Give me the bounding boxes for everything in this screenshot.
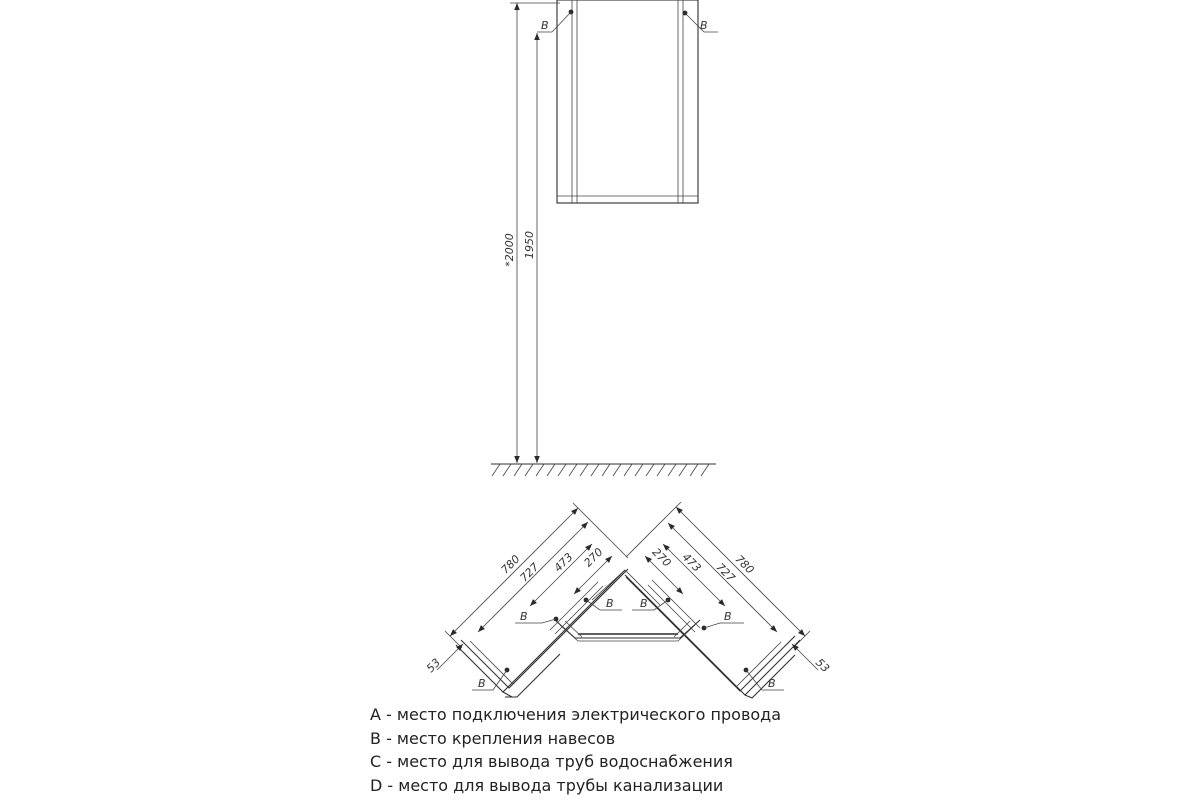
floor-hatch-mark: [546, 463, 556, 477]
floor-hatch-mark: [623, 463, 633, 477]
floor-hatch-mark: [524, 463, 534, 477]
floor-hatch-mark: [491, 463, 501, 477]
plan-dimensions-right: 780 727 473 270 53: [625, 501, 832, 675]
svg-text:B: B: [478, 677, 486, 690]
floor-hatch-mark: [579, 463, 589, 477]
svg-text:727: 727: [713, 561, 737, 585]
floor-hatch-mark: [612, 463, 622, 477]
height-cabinet-label: 1950: [523, 231, 536, 259]
svg-text:270: 270: [649, 546, 673, 570]
svg-text:473: 473: [552, 551, 576, 575]
floor-hatch-mark: [689, 463, 699, 477]
hinge-marker-elevation-right: B: [682, 10, 718, 33]
svg-text:B: B: [700, 19, 708, 32]
floor-hatch-mark: [590, 463, 600, 477]
plan-dimensions-left: 780 727 473 270 53: [424, 502, 629, 675]
floor-hatch-mark: [513, 463, 523, 477]
legend-item-a: A - место подключения электрического про…: [370, 705, 782, 724]
svg-text:473: 473: [679, 551, 703, 575]
legend-item-c: C - место для вывода труб водоснабжения: [370, 752, 733, 771]
svg-text:B: B: [541, 19, 549, 32]
cabinet-front: [556, 0, 699, 204]
floor-hatch-mark: [645, 463, 655, 477]
floor-line: [491, 463, 716, 477]
svg-text:B: B: [724, 610, 732, 623]
svg-text:B: B: [640, 597, 648, 610]
legend-item-d: D - место для вывода трубы канализации: [370, 775, 724, 795]
floor-hatch-mark: [667, 463, 677, 477]
floor-hatch-mark: [535, 463, 545, 477]
svg-text:B: B: [520, 610, 528, 623]
legend-item-b: B - место крепления навесов: [370, 728, 616, 748]
plan-view: 780 727 473 270 53 780 727 473 270 53: [424, 501, 832, 699]
svg-text:B: B: [768, 677, 776, 690]
legend: A - место подключения электрического про…: [370, 703, 890, 797]
svg-text:53: 53: [424, 656, 443, 675]
hinge-marker-elevation-left: B: [537, 9, 574, 33]
elevation-view: B B *2000 1950: [491, 0, 718, 477]
svg-text:727: 727: [518, 561, 542, 585]
height-overall-label: *2000: [503, 233, 516, 267]
floor-hatch-mark: [568, 463, 578, 477]
floor-hatch-mark: [601, 463, 611, 477]
hinge-markers-plan: B B B B B B: [472, 597, 784, 691]
floor-hatch-mark: [656, 463, 666, 477]
floor-hatch-mark: [700, 463, 710, 477]
svg-text:53: 53: [813, 656, 832, 675]
svg-text:B: B: [606, 597, 614, 610]
floor-hatch-mark: [678, 463, 688, 477]
floor-hatch-mark: [557, 463, 567, 477]
floor-hatch-mark: [634, 463, 644, 477]
floor-hatch-mark: [502, 463, 512, 477]
